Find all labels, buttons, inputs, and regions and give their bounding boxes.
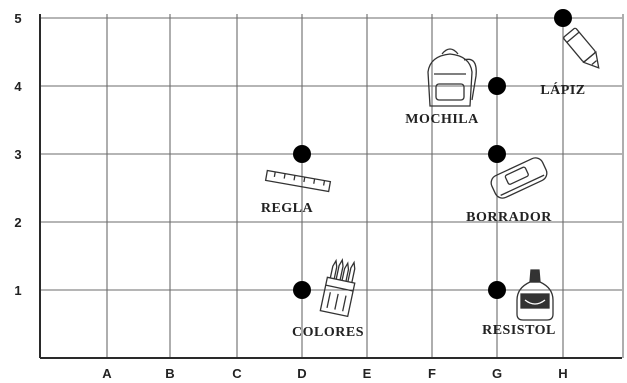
- item-label: COLORES: [292, 325, 364, 340]
- x-tick-label: H: [558, 366, 567, 381]
- x-tick-label: G: [492, 366, 502, 381]
- x-tick-label: B: [165, 366, 174, 381]
- y-tick-label: 1: [14, 283, 21, 298]
- x-tick-labels: A B C D E F G H: [102, 366, 567, 381]
- item-label: LÁPIZ: [540, 81, 585, 98]
- point-pencil: [554, 9, 572, 27]
- item-label: REGLA: [261, 201, 314, 216]
- point-backpack: [488, 77, 506, 95]
- point-glue-bottle: [488, 281, 506, 299]
- x-tick-label: D: [297, 366, 306, 381]
- y-tick-label: 3: [14, 147, 21, 162]
- glue-bottle-icon: [517, 270, 553, 320]
- item-label: RESISTOL: [482, 323, 556, 338]
- item-label: BORRADOR: [466, 210, 552, 225]
- x-tick-label: C: [232, 366, 242, 381]
- colored-pencils-icon: [320, 258, 359, 317]
- y-tick-label: 2: [14, 215, 21, 230]
- item-label: MOCHILA: [405, 112, 479, 127]
- ruler-icon: [266, 171, 331, 192]
- y-tick-label: 4: [14, 79, 22, 94]
- x-tick-label: A: [102, 366, 112, 381]
- y-tick-label: 5: [14, 11, 21, 26]
- point-colored-pencils: [293, 281, 311, 299]
- x-tick-label: E: [363, 366, 372, 381]
- point-eraser: [488, 145, 506, 163]
- pencil-icon: [563, 28, 605, 74]
- backpack-icon: [428, 49, 476, 106]
- y-tick-labels: 1 2 3 4 5: [14, 11, 22, 298]
- x-tick-label: F: [428, 366, 436, 381]
- point-ruler: [293, 145, 311, 163]
